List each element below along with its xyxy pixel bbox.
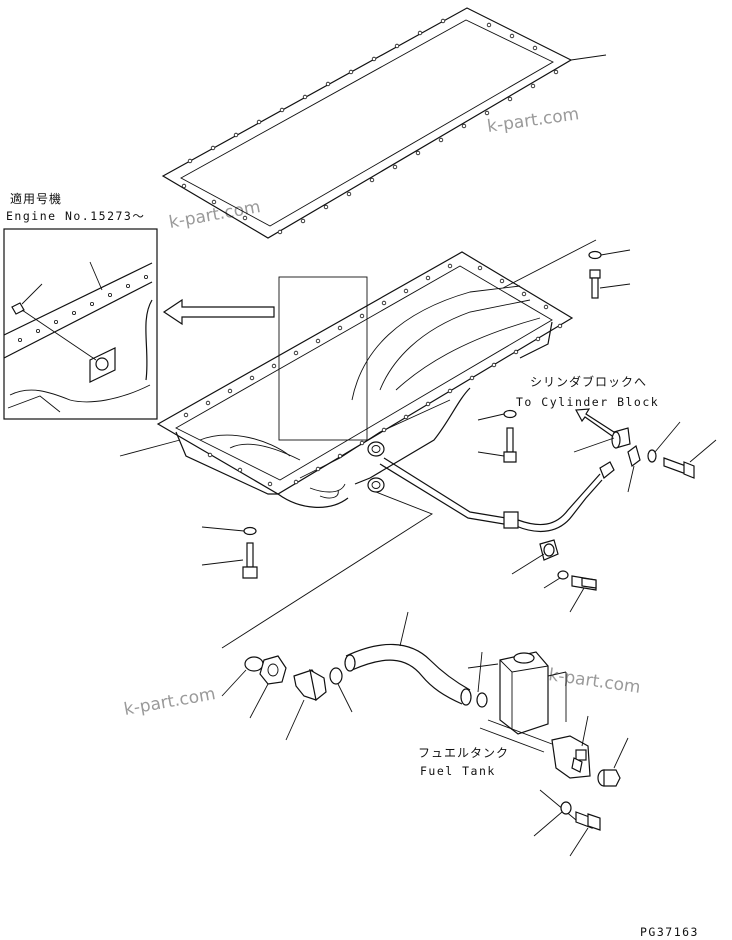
- fuel-tank-jp: フュエルタンク: [418, 746, 509, 760]
- oil-pan-gasket: [161, 7, 607, 239]
- bracket-clip: [627, 444, 641, 493]
- to-cylinder-block-jp: シリンダブロックへ: [530, 374, 647, 389]
- clamp-right: [476, 651, 488, 708]
- connector-fitting: [611, 427, 631, 449]
- plug-left: [221, 656, 264, 697]
- applicable-engine-label: 適用号機: [10, 191, 62, 206]
- washer-top-right: [588, 249, 631, 260]
- fuel-valve: [551, 715, 591, 779]
- clamp-left: [329, 667, 353, 713]
- drain-plug: [597, 737, 629, 787]
- cylinder-arrow: [575, 408, 618, 439]
- washer-bottom-left: [201, 526, 257, 536]
- fuel-tank-en: Fuel Tank: [420, 764, 496, 778]
- leader-line: [539, 789, 577, 821]
- detail-inset: [3, 228, 158, 420]
- washer-middle: [477, 409, 517, 421]
- sensor-hose: [379, 437, 615, 575]
- fuel-tank: [467, 651, 567, 753]
- fuel-hose: [344, 611, 472, 706]
- leader-line: [221, 491, 433, 649]
- engine-number-label: Engine No.15273～: [6, 209, 145, 223]
- oil-pan: [119, 251, 574, 508]
- elbow-fitting: [285, 668, 327, 741]
- figure-code: PG37163: [640, 925, 699, 939]
- bolt-bottom-left: [201, 542, 258, 579]
- bolt-top-right: [589, 269, 631, 299]
- watermark: k-part.com: [547, 665, 641, 698]
- detail-callout-box: [278, 276, 368, 441]
- bolt-hose: [569, 575, 597, 613]
- washer-hose: [543, 570, 569, 589]
- nut-left: [249, 655, 287, 719]
- to-cylinder-block-en: To Cylinder Block: [516, 395, 659, 409]
- detail-arrow: [162, 298, 275, 326]
- washer-bottom: [533, 801, 572, 837]
- watermark: k-part.com: [122, 684, 217, 720]
- watermark: k-part.com: [486, 104, 580, 137]
- bolt-middle: [477, 427, 517, 463]
- bolt-bottom: [569, 811, 601, 857]
- washer-right: [647, 421, 681, 463]
- bolt-right: [663, 439, 717, 479]
- leader-line: [502, 239, 597, 289]
